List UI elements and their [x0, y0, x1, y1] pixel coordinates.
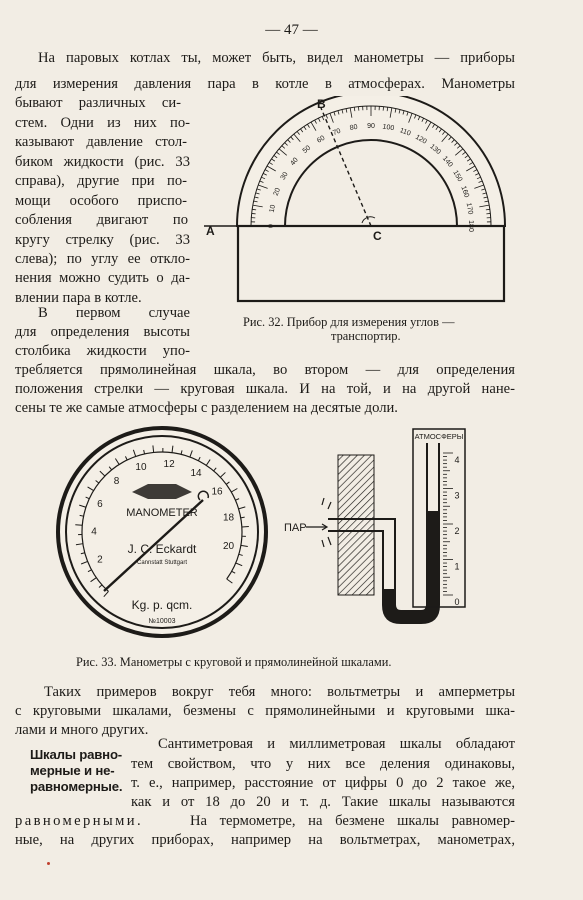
steam-marks — [321, 497, 332, 548]
tube-number: 4 — [454, 455, 459, 465]
text-line: мощи особого приспо- — [15, 193, 187, 209]
boiler-wall — [337, 454, 375, 596]
sidebar-heading-line: Шкалы равно- — [30, 747, 122, 762]
dial-number: 2 — [97, 554, 103, 565]
text-line: Сантиметровая и миллиметровая шкалы обла… — [158, 736, 515, 752]
dial-number: 16 — [211, 487, 223, 498]
figure-33-caption: Рис. 33. Манометры с круговой и прямолин… — [76, 655, 392, 669]
tube-label: АТМОСФЕРЫ — [415, 432, 464, 441]
tube-scale-board — [412, 428, 466, 608]
dial-arc — [81, 451, 243, 592]
protractor-number: 100 — [382, 123, 395, 132]
tube-scale: 4 3 2 1 0 — [443, 452, 460, 607]
protractor-number: 150 — [451, 169, 463, 183]
dial-manometer: 2 4 6 8 10 12 14 16 18 20 MANOMETER J. C. Eckardt… — [56, 426, 268, 638]
protractor-base — [236, 224, 506, 303]
text-line: биком жидкости (рис. 33 — [15, 154, 190, 170]
figure-32-caption-line: транспортир. — [331, 329, 401, 343]
protractor-number: 60 — [316, 135, 326, 145]
text-line: нения можно судить о да- — [15, 270, 190, 286]
text-line: лами и много других. — [15, 722, 149, 738]
protractor-number: 80 — [349, 124, 358, 132]
text-line: стем. Одни из них по- — [15, 115, 190, 131]
tube-number: 2 — [454, 526, 459, 536]
steam-label: ПАР — [284, 522, 307, 534]
protractor-number: 170 — [465, 202, 474, 215]
protractor-ring — [235, 96, 507, 227]
protractor-ray — [320, 107, 372, 227]
dial-serial: №10003 — [149, 618, 176, 625]
dial-brand: MANOMETER — [126, 507, 198, 519]
protractor-number: 90 — [367, 123, 375, 130]
text-line: В первом случае — [38, 305, 190, 321]
dial-number: 12 — [164, 459, 176, 470]
text-line: влении пара в котле. — [15, 290, 142, 306]
page-number: — 47 — — [265, 22, 318, 38]
tube-number: 0 — [454, 597, 459, 607]
text-line: кругу стрелку (рис. 33 — [15, 232, 190, 248]
sidebar-heading-line: мерные и не- — [30, 763, 115, 778]
text-line: для измерения давления пара в котле в ат… — [15, 76, 515, 92]
dial-scale: 2 4 6 8 10 12 14 16 18 20 — [75, 445, 249, 597]
text-line: т. е., например, расстояние от цифры 0 д… — [131, 775, 515, 791]
text-line: казывают давление стол- — [15, 134, 187, 150]
protractor-number: 30 — [280, 171, 290, 181]
dial-needle — [103, 499, 204, 592]
emphasized-word: равномерными. — [15, 813, 144, 829]
text-line: На термометре, на безмене шкалы равномер… — [190, 813, 515, 829]
text-line: столбика жидкости упо- — [15, 343, 190, 359]
dial-number: 14 — [190, 468, 202, 479]
sidebar-heading-line: равномерные. — [30, 779, 123, 794]
text-line: тем свойством, что у них все деления оди… — [131, 756, 515, 772]
text-line: ные, на других приборах, например на вол… — [15, 832, 515, 848]
text-line: для определения высоты — [15, 324, 190, 340]
dial-number: 18 — [223, 513, 235, 524]
protractor-number: 40 — [289, 157, 299, 168]
ink-speck — [47, 862, 50, 865]
text-line: требляется прямолинейная шкала, во второ… — [15, 362, 515, 378]
tube-number: 3 — [454, 491, 459, 501]
dial-number: 10 — [135, 462, 147, 473]
protractor-number: 20 — [273, 187, 282, 197]
protractor-number: 110 — [399, 127, 412, 137]
dial-number: 6 — [97, 499, 103, 510]
point-a-label: А — [206, 224, 215, 238]
text-line: положения стрелки — круговая шкала. И на… — [15, 381, 515, 397]
point-c-label: С — [373, 229, 382, 243]
text-line: Таких примеров вокруг тебя много: вольтм… — [44, 684, 515, 700]
dial-maker: J. C. Eckardt — [128, 542, 197, 556]
tube-manometer: АТМОСФЕРЫ 4 3 2 1 0 ПАР — [284, 428, 466, 624]
text-line: бывают различных си- — [15, 95, 181, 111]
dial-emblem — [132, 484, 192, 499]
text-line: слева); по углу ее откло- — [15, 251, 190, 267]
text-line: На паровых котлах ты, может быть, видел … — [38, 50, 515, 66]
text-line: справа), другие при по- — [15, 173, 187, 189]
liquid-column — [383, 511, 439, 623]
point-b-label: В — [317, 97, 326, 111]
needle-hub — [197, 490, 210, 501]
text-line: с круговыми шкалами, безмены с прямолине… — [15, 703, 515, 719]
dial-maker-sub: Cannstatt Stuttgart — [137, 560, 187, 566]
dial-number: 4 — [91, 527, 97, 538]
protractor-number: 50 — [302, 144, 313, 154]
text-line: сены те же самые атмосферы с разделением… — [15, 400, 398, 416]
protractor-number: 120 — [414, 134, 428, 146]
dial-number: 20 — [223, 541, 235, 552]
protractor-number: 70 — [332, 128, 342, 137]
dial-units: Kg. p. qcm. — [132, 598, 193, 612]
figure-32-caption-line: Рис. 32. Прибор для измерения углов — — [243, 315, 455, 329]
text-line: собления двигают по — [15, 212, 188, 228]
text-line: как и от 18 до 20 и т. д. Такие шкалы на… — [131, 794, 515, 810]
protractor-number: 10 — [269, 204, 277, 213]
dial-number: 8 — [114, 476, 120, 487]
protractor-number: 160 — [459, 185, 470, 198]
tube-number: 1 — [454, 562, 459, 572]
